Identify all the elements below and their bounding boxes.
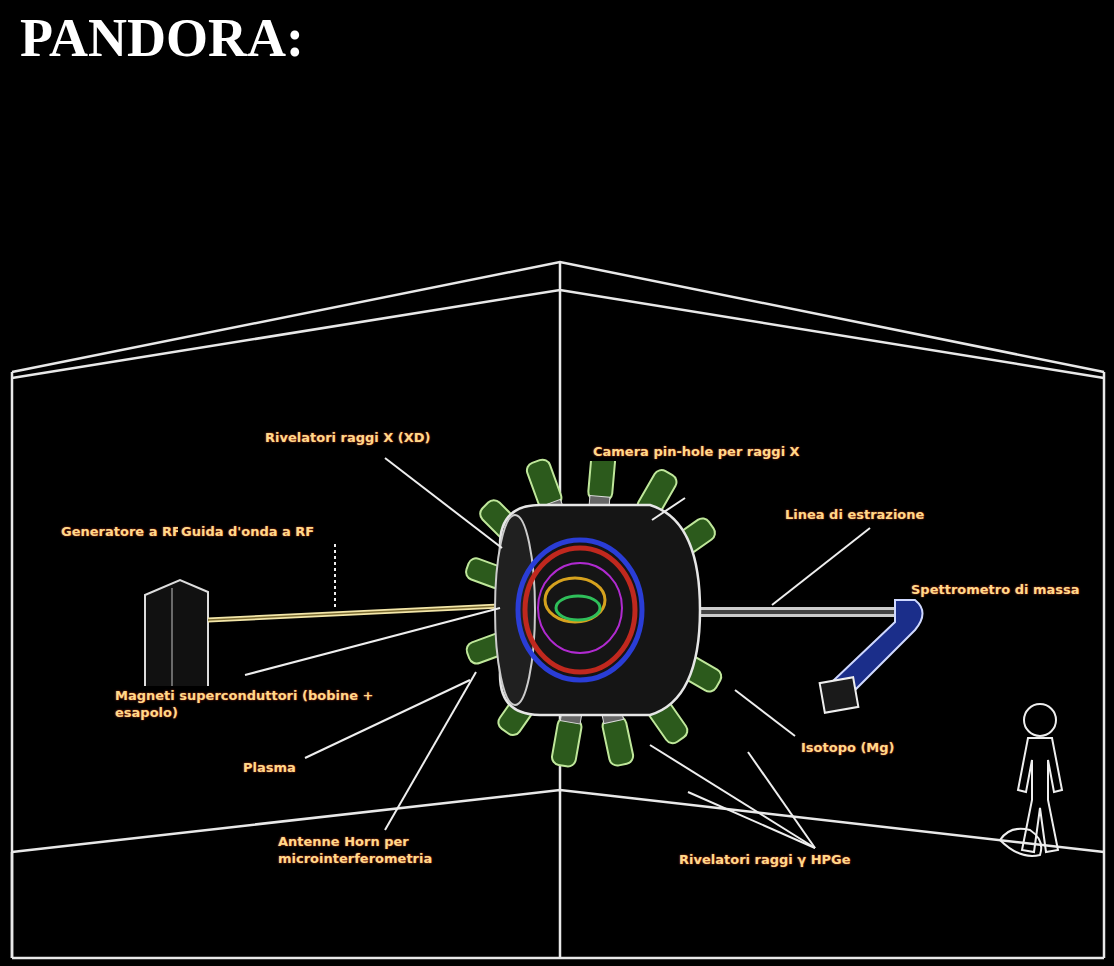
leader-lines — [245, 458, 870, 848]
part-label: Camera pin-hole per raggi X — [590, 442, 806, 461]
part-label: Linea di estrazione — [782, 505, 927, 524]
part-label: Plasma — [240, 758, 299, 777]
title: PANDORA: — [20, 6, 304, 70]
plasma-chamber — [495, 505, 700, 715]
part-label: Rivelatori raggi γ HPGe — [676, 850, 854, 869]
human-figure — [1000, 704, 1062, 856]
part-label: Magneti superconduttori (bobine + esapol… — [112, 686, 378, 722]
extraction-line — [690, 600, 923, 713]
room-wireframe — [12, 262, 1104, 958]
part-label: Spettrometro di massa — [908, 580, 1083, 599]
part-label: Antenne Horn per microinterferometria — [275, 832, 521, 868]
detectors — [464, 452, 724, 768]
part-label: Generatore a RF — [58, 522, 184, 541]
part-label: Guida d'onda a RF — [178, 522, 317, 541]
part-label: Rivelatori raggi X (XD) — [262, 428, 434, 447]
part-label: Isotopo (Mg) — [798, 738, 898, 757]
